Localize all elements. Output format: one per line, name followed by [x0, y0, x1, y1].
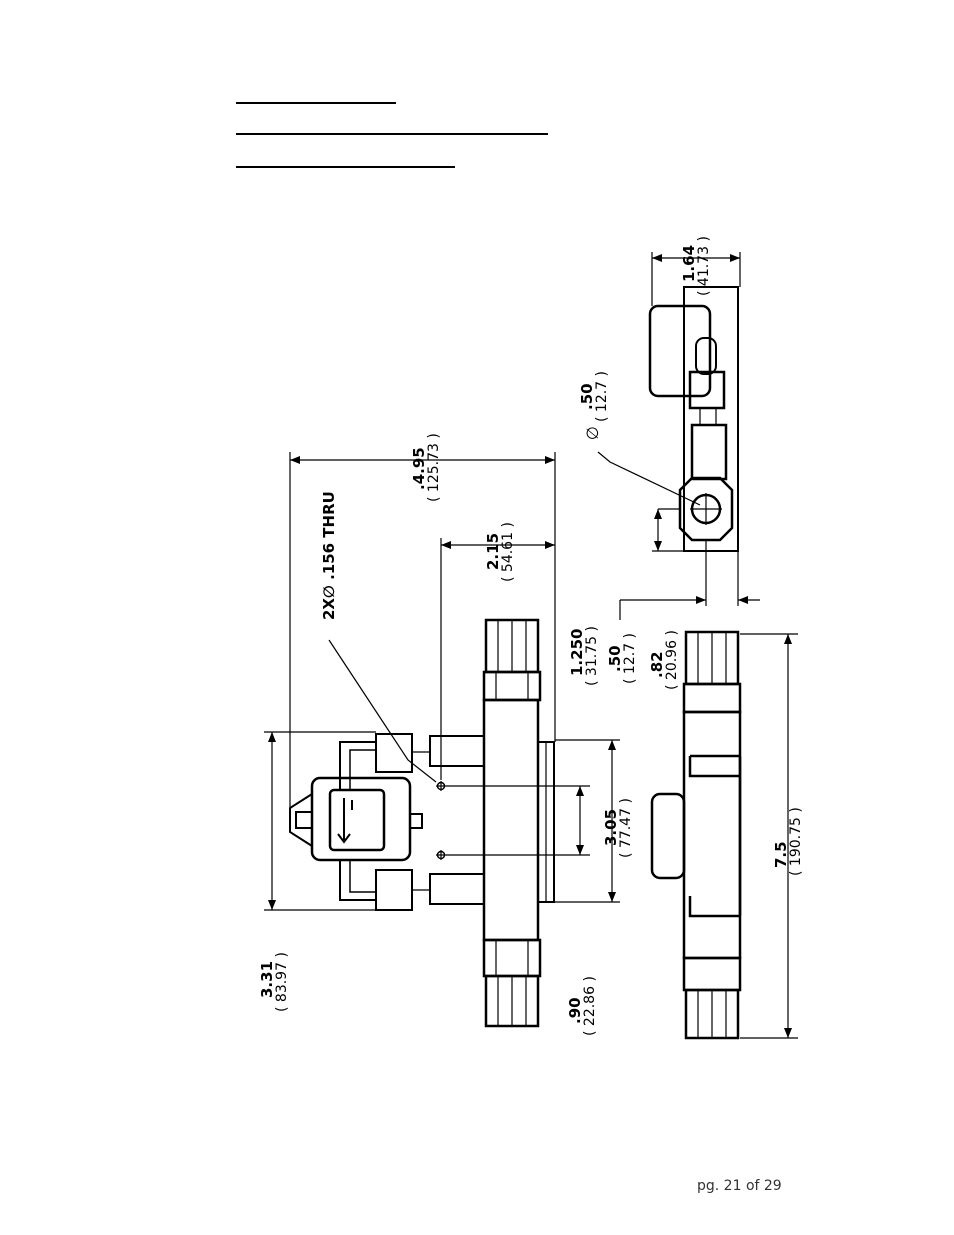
- dim-215-mm: ( 54.61 ): [500, 522, 516, 582]
- header-line-1: [236, 102, 396, 104]
- dim-75-mm: ( 190.75 ): [788, 807, 804, 876]
- thru-note: 2X∅ .156 THRU: [320, 491, 338, 620]
- dim-164: 1.64: [680, 245, 698, 282]
- bottom-fitting-body: [482, 938, 542, 978]
- dim-090-mm: ( 22.86 ): [582, 976, 598, 1036]
- dim-495: .4.95: [410, 447, 428, 490]
- side-actuator: [648, 304, 712, 398]
- dim-331-mm: ( 83.97 ): [274, 952, 290, 1012]
- dim-75: 7.5: [772, 841, 790, 868]
- dim-090: .90: [566, 997, 584, 1024]
- bottom-body: [682, 710, 742, 960]
- dim-495-mm: ( 125.73 ): [426, 433, 442, 502]
- hex-port: [678, 476, 734, 542]
- dim-164-mm: ( 41.73 ): [696, 236, 712, 296]
- dim-050b-mm: ( 12.7 ): [594, 371, 610, 422]
- dim-082-mm: ( 20.96 ): [664, 630, 680, 690]
- dim-331: 3.31: [258, 961, 276, 998]
- dim-1250: 1.250: [568, 629, 586, 676]
- page-number: pg. 21 of 29: [697, 1178, 782, 1194]
- dim-050b: .50: [578, 383, 596, 410]
- dim-1250-mm: ( 31.75 ): [584, 626, 600, 686]
- main-body: [482, 698, 540, 942]
- header-line-3: [236, 166, 455, 168]
- dim-050a-mm: ( 12.7 ): [622, 633, 638, 684]
- dia-symbol: ∅: [583, 426, 602, 440]
- header-line-2: [236, 133, 548, 135]
- dim-305: 3.05: [602, 809, 620, 846]
- top-fitting-body: [482, 670, 542, 702]
- dim-050a: .50: [606, 645, 624, 672]
- dim-082: .82: [648, 651, 666, 678]
- dim-215: 2.15: [484, 533, 502, 570]
- dim-305-mm: ( 77.47 ): [618, 798, 634, 858]
